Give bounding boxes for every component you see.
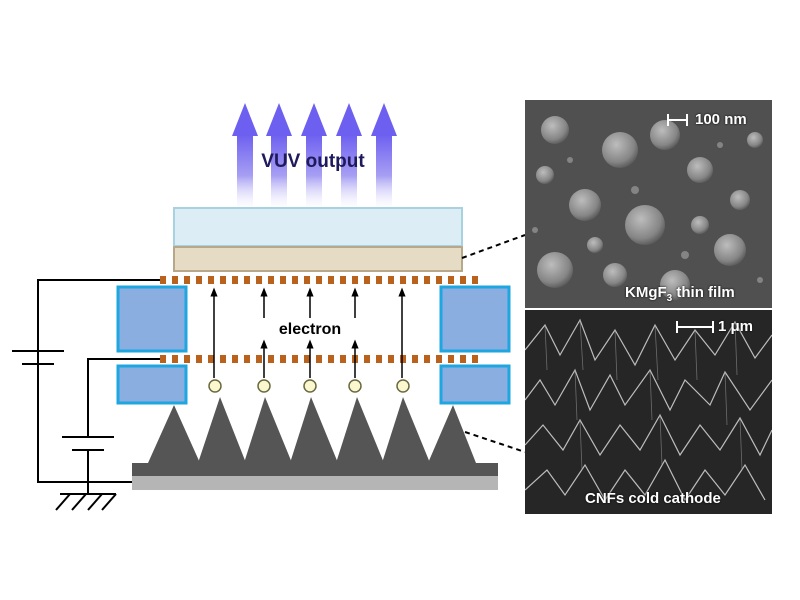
scale-bar-100nm	[667, 114, 688, 126]
cnf-sem-texture	[525, 310, 772, 514]
cone-2	[198, 397, 246, 463]
ground-hatch-3	[87, 493, 103, 511]
spacer-right-upper	[439, 285, 511, 353]
cnf-cathode-cones	[148, 397, 476, 463]
spacer-right-lower	[439, 364, 511, 405]
substrate	[132, 476, 498, 490]
electron-dots	[208, 379, 410, 393]
scale-label-1um: 1 μm	[718, 318, 754, 335]
gate-wire	[87, 358, 160, 437]
vuv-arrow-5	[371, 103, 397, 210]
cone-3	[244, 397, 292, 463]
vuv-arrow-2	[266, 103, 292, 210]
kmgf3-caption-prefix: KMgF	[625, 284, 667, 301]
cathode-connector	[464, 431, 526, 453]
vuv-arrow-3	[301, 103, 327, 210]
vuv-arrow-1	[232, 103, 258, 210]
cone-1	[148, 405, 200, 463]
cone-4	[290, 397, 338, 463]
cnf-caption: CNFs cold cathode	[585, 490, 721, 507]
cone-7	[428, 405, 476, 463]
electron-label: electron	[279, 321, 341, 338]
electron-dot-3	[303, 379, 317, 393]
film-connector	[461, 234, 526, 259]
electron-dot-4	[348, 379, 362, 393]
scale-bar-1um	[676, 321, 714, 333]
circuit	[12, 279, 160, 511]
vuv-output-label: VUV output	[261, 151, 365, 172]
kmgf3-sem-image: 100 nm KMgF3 thin film	[525, 100, 772, 308]
cathode-base	[132, 463, 498, 476]
kmgf3-caption-subscript: 3	[666, 293, 673, 304]
spacer-left-upper	[116, 285, 188, 353]
kmgf3-caption: KMgF3 thin film	[625, 284, 735, 304]
ground-hatch-4	[101, 493, 117, 511]
electron-dot-5	[396, 379, 410, 393]
kmgf3-sem-texture	[525, 100, 772, 308]
electron-arrows	[210, 287, 406, 378]
cone-5	[336, 397, 384, 463]
cone-6	[382, 397, 430, 463]
scale-label-100nm: 100 nm	[695, 111, 747, 128]
cnf-sem-image: 1 μm CNFs cold cathode	[525, 310, 772, 514]
output-window	[173, 207, 463, 247]
kmgf3-film-layer	[173, 246, 463, 272]
vuv-arrow-4	[336, 103, 362, 210]
spacer-left-lower	[116, 364, 188, 405]
anode-wire	[37, 279, 160, 483]
ground-hatch-1	[55, 493, 71, 511]
kmgf3-caption-suffix: thin film	[672, 284, 735, 301]
electron-dot-2	[257, 379, 271, 393]
electron-dot-1	[208, 379, 222, 393]
vuv-output-arrows	[232, 103, 397, 210]
ground-hatch-2	[71, 493, 87, 511]
